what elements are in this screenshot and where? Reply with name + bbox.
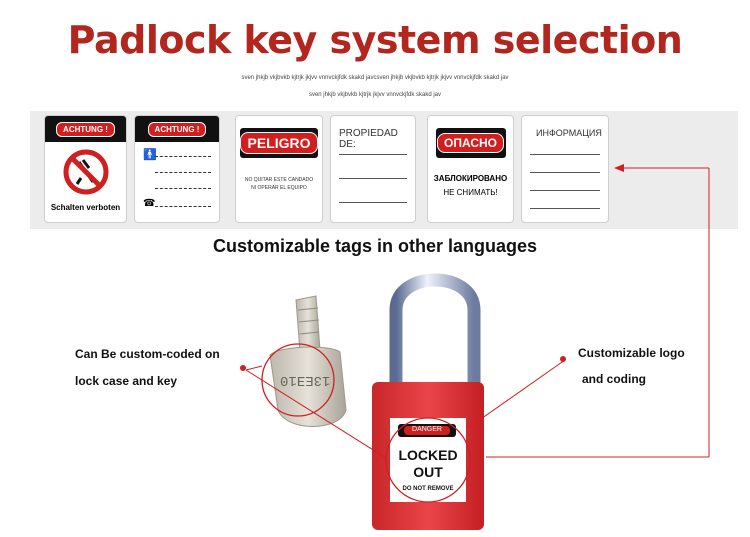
tag-1-header: ACHTUNG !: [56, 121, 115, 137]
right-note-line-1: Customizable logo: [578, 346, 685, 360]
tag-2-header: ACHTUNG !: [147, 121, 207, 137]
tag-5-line-1: ЗАБЛОКИРОВАНО: [433, 174, 508, 183]
tag-3-header: PELIGRO: [240, 132, 318, 154]
tag-informatsiya: ИНФОРМАЦИЯ: [521, 115, 609, 223]
left-pointer-dot: [240, 365, 246, 371]
tag-1-footer: Schalten verboten: [50, 203, 121, 212]
tag-achtung-2: ACHTUNG ! 🚹 ☎: [134, 115, 220, 223]
right-note-line-2: and coding: [582, 372, 646, 386]
person-icon: 🚹: [143, 149, 157, 161]
padlock-danger-label: DANGER: [412, 426, 442, 433]
key-icon: [269, 295, 347, 427]
tag-3-note-2: NI OPERAR EL EQUIPO: [251, 185, 307, 191]
subtitle-line-2: sven jhkjb vkjbvkb kjtrjk jkjvv vnnvckjf…: [308, 92, 442, 98]
tag-5-header: ОПАСНО: [437, 133, 504, 153]
tag-peligro: PELIGRO NO QUITAR ESTE CANDADO NI OPERAR…: [235, 115, 323, 223]
tag-achtung-1: ACHTUNG ! Schalten verboten: [44, 115, 127, 223]
left-note-line-1: Can Be custom-coded on: [75, 347, 220, 361]
tag-propiedad: PROPIEDAD DE:: [330, 115, 416, 223]
left-note-line-2: lock case and key: [75, 374, 178, 388]
tag-6-label: ИНФОРМАЦИЯ: [536, 128, 602, 138]
padlock-out-label: OUT: [413, 464, 443, 480]
tag-opasno: ОПАСНО ЗАБЛОКИРОВАНО НЕ СНИМАТЬ!: [427, 115, 514, 223]
tag-5-line-2: НЕ СНИМАТЬ!: [443, 188, 498, 197]
subtitle-line-1: sven jhkjb vkjbvkb kjtrjk jkjvv vnnvckjf…: [241, 75, 509, 81]
tag-3-note-1: NO QUITAR ESTE CANDADO: [244, 177, 314, 183]
padlock-locked-label: LOCKED: [398, 447, 458, 463]
tags-caption: Customizable tags in other languages: [212, 236, 538, 256]
prohibition-icon: [63, 149, 109, 195]
key-code: 13EƎ10: [280, 372, 331, 388]
tag-4-label: PROPIEDAD DE:: [339, 128, 398, 150]
padlock-small-label: DO NOT REMOVE: [402, 486, 454, 492]
page-title: Padlock key system selection: [67, 18, 683, 62]
right-pointer-dot: [560, 356, 566, 362]
phone-icon: ☎: [143, 198, 156, 209]
